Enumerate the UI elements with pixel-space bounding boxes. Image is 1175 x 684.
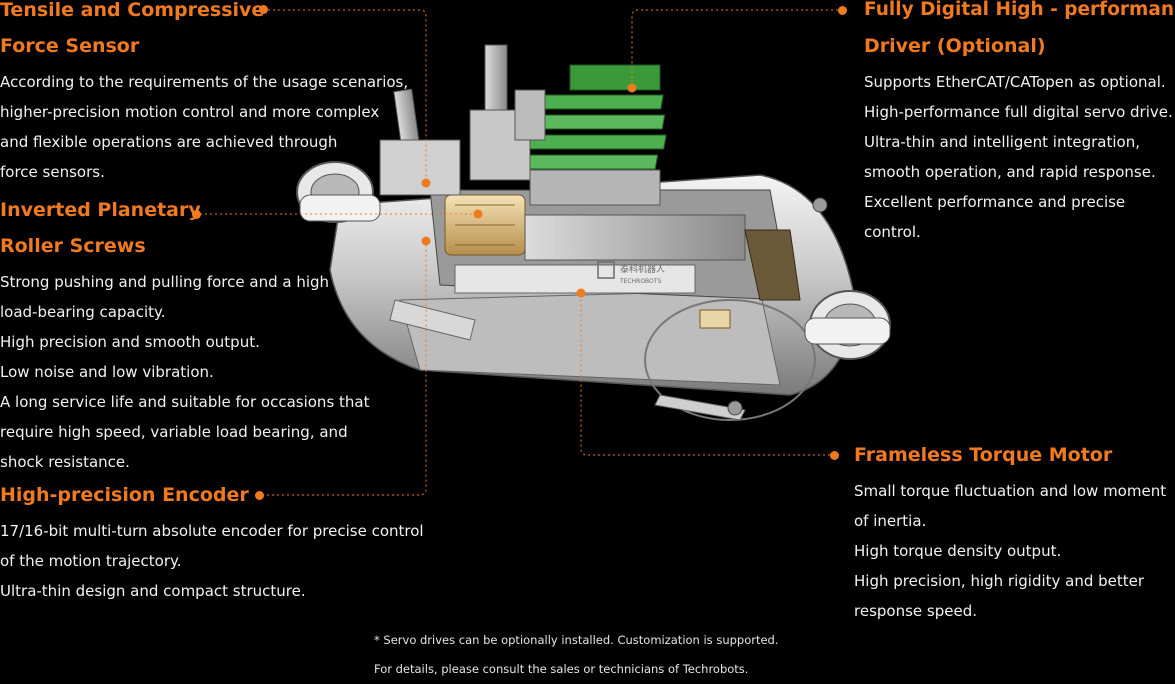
description-line: response speed. [854, 602, 977, 620]
callout-dot-driver [838, 6, 847, 15]
description-line: shock resistance. [0, 453, 130, 471]
motor-description: Small torque fluctuation and low moment … [854, 476, 1166, 626]
callout-targets [421, 83, 637, 298]
footnote-line-2: For details, please consult the sales or… [374, 662, 749, 676]
techrobots-logo: 泰科机器人 TECHROBOTS [597, 261, 665, 285]
callout-lines [200, 9, 838, 496]
top-fittings [379, 44, 546, 196]
footnote: * Servo drives can be optionally install… [374, 626, 779, 684]
description-line: require high speed, variable load bearin… [0, 423, 348, 441]
roller-screws-description: Strong pushing and pulling force and a h… [0, 267, 370, 477]
description-line: Strong pushing and pulling force and a h… [0, 273, 330, 291]
description-line: High precision and smooth output. [0, 333, 260, 351]
callout-dot-encoder [255, 491, 264, 500]
description-line: Small torque fluctuation and low moment [854, 482, 1167, 500]
description-line: smooth operation, and rapid response. [864, 163, 1156, 181]
description-line: control. [864, 223, 921, 241]
driver-title-line-1: Fully Digital High - performance [864, 0, 1175, 20]
driver-description: Supports EtherCAT/CATopen as optional. H… [864, 67, 1175, 247]
force-sensor-section: Tensile and Compressive Force Sensor Acc… [0, 0, 408, 187]
description-line: of the motion trajectory. [0, 552, 182, 570]
encoder-description: 17/16-bit multi-turn absolute encoder fo… [0, 516, 424, 606]
force-sensor-title-line-1: Tensile and Compressive [0, 0, 265, 21]
description-line: of inertia. [854, 512, 927, 530]
description-line: According to the requirements of the usa… [0, 73, 409, 91]
right-end-flange [727, 197, 891, 416]
description-line: High-performance full digital servo driv… [864, 103, 1173, 121]
svg-text:TECHROBOTS: TECHROBOTS [619, 278, 661, 285]
description-line: higher-precision motion control and more… [0, 103, 380, 121]
motor-section: Frameless Torque Motor Small torque fluc… [854, 437, 1166, 626]
svg-text:泰科机器人: 泰科机器人 [620, 263, 665, 275]
description-line: Excellent performance and precise [864, 193, 1126, 211]
encoder-section: High-precision Encoder 17/16-bit multi-t… [0, 477, 424, 606]
description-line: force sensors. [0, 163, 105, 181]
motor-title: Frameless Torque Motor [854, 444, 1113, 466]
driver-pcb-stack [520, 64, 667, 206]
roller-screws-title-line-2: Roller Screws [0, 235, 146, 257]
driver-title-line-2: Driver (Optional) [864, 35, 1046, 57]
roller-screws-section: Inverted Planetary Roller Screws Strong … [0, 192, 370, 477]
description-line: Ultra-thin design and compact structure. [0, 582, 306, 600]
callout-dot-motor [830, 451, 839, 460]
callout-dot-force-sensor [259, 5, 268, 14]
callout-dot-roller-screws [192, 210, 201, 219]
force-sensor-title-line-2: Force Sensor [0, 35, 140, 57]
description-line: Ultra-thin and intelligent integration, [864, 133, 1140, 151]
description-line: load-bearing capacity. [0, 303, 166, 321]
roller-screws-title-line-1: Inverted Planetary [0, 199, 201, 221]
description-line: A long service life and suitable for occ… [0, 393, 370, 411]
force-sensor-description: According to the requirements of the usa… [0, 67, 408, 187]
description-line: Supports EtherCAT/CATopen as optional. [864, 73, 1166, 91]
description-line: High torque density output. [854, 542, 1062, 560]
description-line: Low noise and low vibration. [0, 363, 214, 381]
encoder-title: High-precision Encoder [0, 484, 249, 506]
description-line: 17/16-bit multi-turn absolute encoder fo… [0, 522, 424, 540]
driver-section: Fully Digital High - performance Driver … [864, 0, 1175, 247]
description-line: and flexible operations are achieved thr… [0, 133, 338, 151]
description-line: High precision, high rigidity and better [854, 572, 1145, 590]
footnote-line-1: * Servo drives can be optionally install… [374, 633, 779, 647]
